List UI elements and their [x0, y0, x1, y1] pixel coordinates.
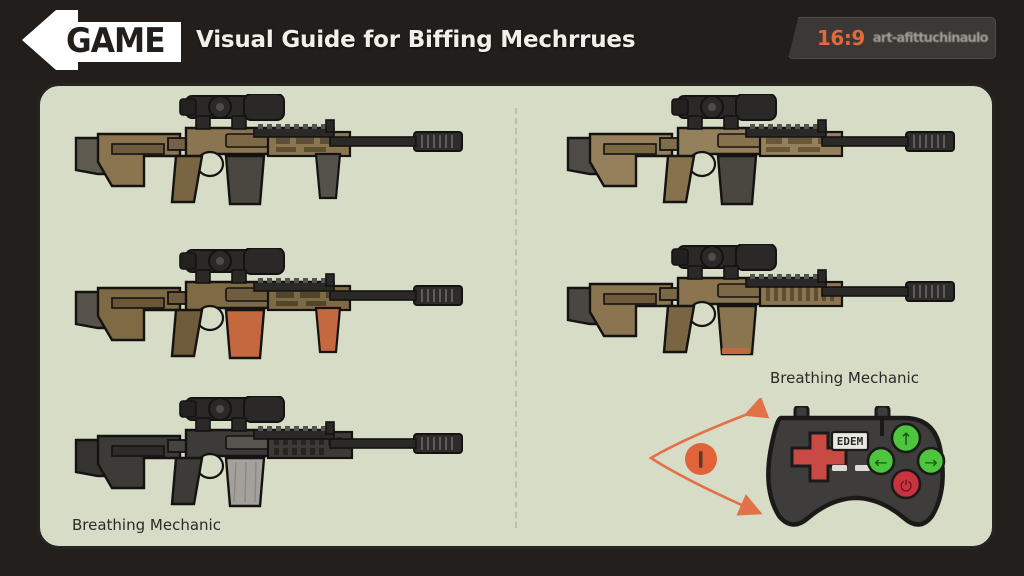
brand-logo[interactable]: GAME	[16, 8, 186, 72]
rifle-illustration[interactable]	[58, 248, 478, 368]
illustration-panel: EDEM ↑ ← → ⏻ Breathing Mechanic Breathin…	[37, 83, 995, 549]
start-button[interactable]	[855, 465, 870, 471]
gamepad-illustration[interactable]: EDEM ↑ ← → ⏻	[748, 404, 963, 531]
caption-breathing-mechanic-left: Breathing Mechanic	[72, 516, 221, 534]
button-up[interactable]	[890, 422, 922, 454]
badge-subtext: art-afittuchinaulo	[872, 30, 989, 46]
button-down-glyph: ⏻	[900, 477, 912, 495]
button-right-glyph: →	[924, 453, 937, 472]
button-left-glyph: ←	[874, 453, 887, 472]
logo-plate: GAME	[56, 21, 182, 62]
v-shaped-double-arrow-icon	[648, 396, 770, 516]
gamepad-screen	[830, 430, 870, 452]
rifle-illustration[interactable]	[550, 244, 970, 364]
rifle-illustration[interactable]	[550, 94, 970, 214]
button-right[interactable]	[916, 446, 946, 476]
column-divider	[515, 108, 517, 528]
rifle-illustration[interactable]	[58, 396, 478, 516]
aspect-ratio-badge[interactable]: 16:9 art-afittuchinaulo	[788, 17, 996, 59]
logo-text: GAME	[66, 21, 166, 61]
caption-breathing-mechanic-right: Breathing Mechanic	[770, 369, 919, 387]
badge-ratio-label: 16:9	[817, 26, 865, 50]
page-title: Visual Guide for Biffing Mechrrues	[196, 27, 636, 53]
button-left[interactable]	[866, 446, 896, 476]
annotation-arrow	[635, 396, 770, 526]
button-down[interactable]	[890, 468, 922, 500]
select-button[interactable]	[832, 465, 847, 471]
app-header: GAME Visual Guide for Biffing Mechrrues …	[0, 0, 1024, 80]
rifle-illustration[interactable]	[58, 94, 478, 214]
gamepad-screen-text: EDEM	[837, 435, 864, 448]
button-up-glyph: ↑	[899, 430, 913, 450]
